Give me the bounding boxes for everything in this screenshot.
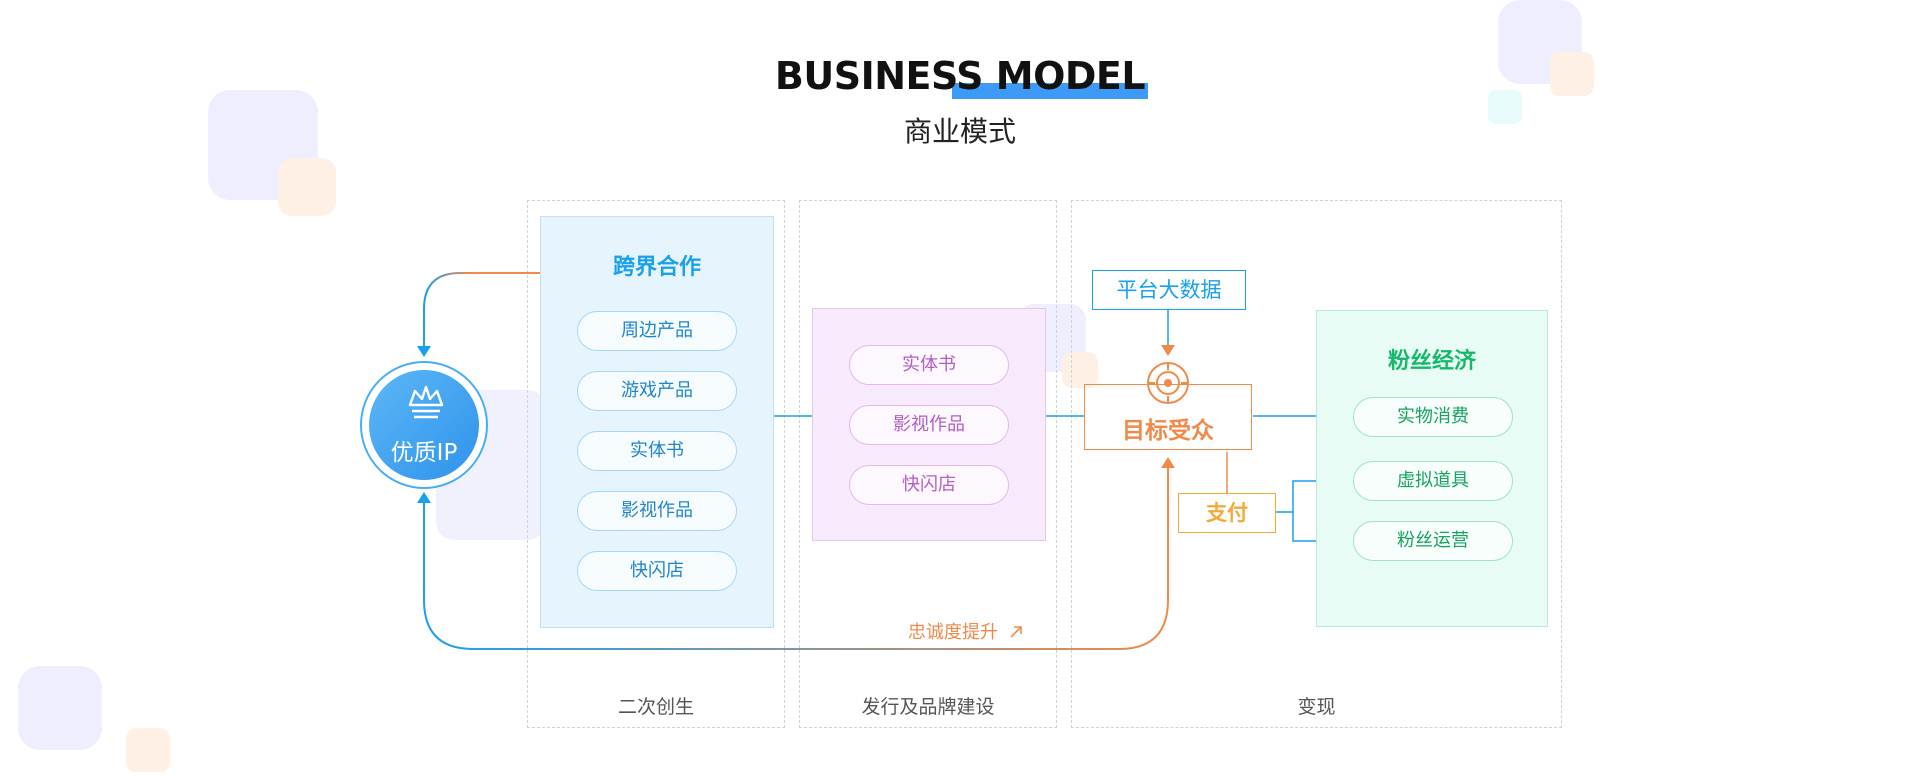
crown-icon — [408, 385, 444, 419]
target-icon — [1147, 362, 1189, 404]
page-title: BUSINESS MODEL — [774, 54, 1146, 98]
column-label-distribution: 发行及品牌建设 — [861, 696, 995, 718]
fan-economy-panel: 粉丝经济 实物消费 虚拟道具 粉丝运营 — [1316, 310, 1548, 627]
fan-economy-title: 粉丝经济 — [1387, 349, 1476, 374]
column-label-monetization: 变现 — [1297, 696, 1336, 718]
decor-square — [1488, 90, 1522, 124]
distribution-item: 影视作品 — [849, 405, 1009, 445]
crossover-item: 实体书 — [577, 431, 737, 471]
arrow-up-right-icon — [1010, 626, 1022, 638]
crossover-panel: 跨界合作 周边产品 游戏产品 实体书 影视作品 快闪店 — [540, 216, 774, 628]
loyalty-text: 忠诚度提升 — [908, 622, 998, 643]
distribution-item: 快闪店 — [849, 465, 1009, 505]
decor-square — [278, 158, 336, 216]
target-audience-label: 目标受众 — [1122, 418, 1214, 444]
crossover-item: 周边产品 — [577, 311, 737, 351]
decor-square — [18, 666, 102, 750]
crossover-item: 影视作品 — [577, 491, 737, 531]
crossover-item: 快闪店 — [577, 551, 737, 591]
crossover-title: 跨界合作 — [612, 255, 701, 280]
ip-label: 优质IP — [390, 440, 458, 466]
decor-square — [1062, 352, 1098, 388]
column-frame-monetization — [1071, 200, 1562, 728]
distribution-panel: 实体书 影视作品 快闪店 — [812, 308, 1046, 541]
column-label-creation: 二次创生 — [617, 696, 694, 718]
column-frame-distribution — [799, 200, 1057, 728]
decor-square — [126, 728, 170, 772]
page-subtitle: 商业模式 — [903, 115, 1016, 148]
platform-data-box: 平台大数据 — [1092, 270, 1246, 310]
column-frame-creation — [527, 200, 785, 728]
payment-box: 支付 — [1178, 493, 1276, 533]
fan-economy-item: 虚拟道具 — [1353, 461, 1513, 501]
decor-square — [1550, 52, 1594, 96]
loyalty-label: 忠诚度提升 — [908, 618, 1024, 644]
distribution-item: 实体书 — [849, 345, 1009, 385]
title-underline — [952, 83, 1148, 99]
crossover-item: 游戏产品 — [577, 371, 737, 411]
ip-node: 优质IP — [360, 361, 488, 489]
fan-economy-item: 实物消费 — [1353, 397, 1513, 437]
fan-economy-item: 粉丝运营 — [1353, 521, 1513, 561]
target-audience-box: 目标受众 — [1084, 384, 1252, 450]
